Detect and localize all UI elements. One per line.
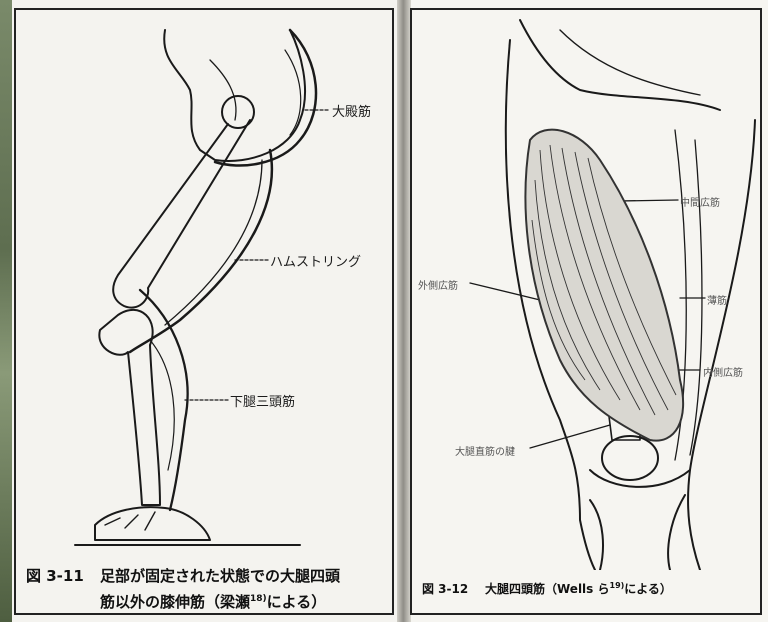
caption-3-12-ref: 19) <box>610 581 625 590</box>
caption-3-11-line2-text: 筋以外の膝伸筋（梁瀬 <box>100 593 250 611</box>
caption-3-12-end: による） <box>624 582 672 596</box>
leader-rectus <box>530 425 610 448</box>
quadriceps-illustration <box>0 0 768 570</box>
caption-3-11-line2: 筋以外の膝伸筋（梁瀬18)による） <box>100 591 326 612</box>
caption-3-12-main: 大腿四頭筋（Wells ら <box>485 582 610 596</box>
label-vastus-lateralis: 外側広筋 <box>418 277 458 292</box>
caption-3-11-line2-end: による） <box>267 593 327 611</box>
label-rectus-femoris-tendon: 大腿直筋の腱 <box>455 443 515 458</box>
caption-3-12-number: 図 3-12 <box>422 580 468 597</box>
label-vastus-intermedius: 中間広筋 <box>680 194 720 209</box>
tibia-upper <box>590 495 685 570</box>
hip-bone-2 <box>560 30 700 95</box>
caption-3-11-ref: 18) <box>250 594 267 604</box>
patella <box>602 436 658 480</box>
caption-3-12-text: 大腿四頭筋（Wells ら19)による） <box>485 580 672 597</box>
label-sartorius: 薄筋 <box>707 292 727 307</box>
leader-lateralis <box>470 283 540 300</box>
hip-bone <box>520 20 720 110</box>
label-vastus-medialis: 内側広筋 <box>703 364 743 379</box>
